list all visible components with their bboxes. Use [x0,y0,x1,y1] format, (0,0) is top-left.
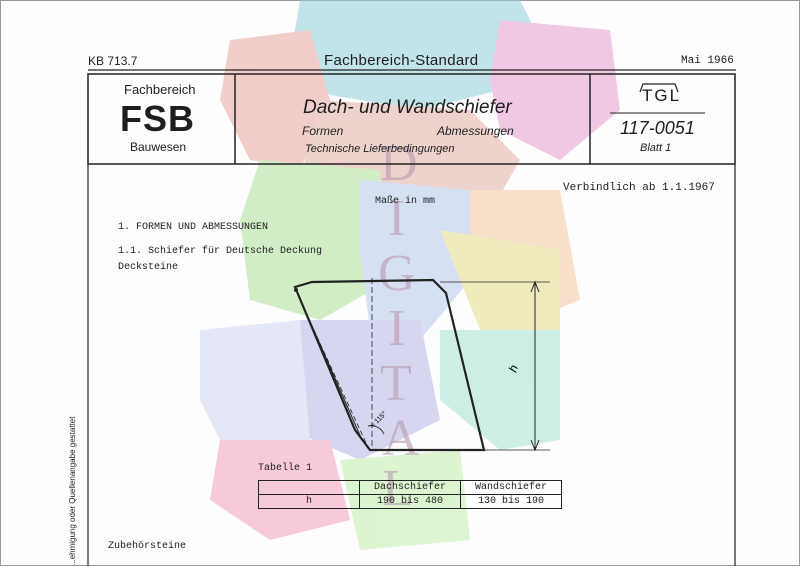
subsection-label: Decksteine [118,262,179,273]
watermark-letter: G [378,245,416,302]
title-sub-formen: Formen [302,124,344,138]
watermark-letter: A [382,410,420,467]
watermark-region-west [240,160,390,320]
watermark-region-center [360,180,470,340]
table-header-cell: Wandschiefer [460,480,562,495]
table-cell: 130 bis 190 [460,494,562,509]
table-title: Tabelle 1 [258,463,313,474]
margin-copyright-note: ...ehmigung oder Quellenangabe gestattet [68,416,77,566]
watermark-letter: I [388,300,405,357]
watermark-region-north [290,0,540,110]
dimension-table: Dachschiefer Wandschiefer h 190 bis 480 … [258,480,562,509]
slate-shape-drawing [293,278,550,452]
header-title: Fachbereich-Standard [324,52,479,69]
subsection-heading: 1.1. Schiefer für Deutsche Deckung [118,246,323,257]
title-sub-abmessungen: Abmessungen [437,124,514,138]
standard-title: Dach- und Wandschiefer [303,97,512,118]
watermark-letter: I [388,190,405,247]
title-sub-lieferbedingungen: Technische Lieferbedingungen [305,143,455,155]
watermark-region-northwest [220,30,330,170]
issue-date: Mai 1966 [681,55,734,67]
angle-label: ≈ 115° [369,410,389,430]
table-header-row: Dachschiefer Wandschiefer [258,480,562,495]
fsb-label-bottom: Bauwesen [130,140,187,154]
watermark-region-east-lower [440,230,560,330]
table-cell: h [258,494,360,509]
watermark-region-southwest [200,320,310,460]
units-note: Maße in mm [375,196,436,207]
watermark-region-south-center [290,320,440,460]
watermark-region-southeast [440,330,560,450]
table-header-cell [258,480,360,495]
fsb-abbreviation: FSB [120,98,195,139]
section-heading: 1. FORMEN UND ABMESSUNGEN [118,222,269,233]
tgl-label: TGL [642,86,682,105]
document-code: KB 713.7 [88,54,138,68]
dimension-label-h: h [506,363,522,374]
table-row: h 190 bis 480 130 bis 190 [258,494,562,509]
table-cell: 190 bis 480 [359,494,461,509]
table-header-cell: Dachschiefer [359,480,461,495]
fsb-label-top: Fachbereich [124,82,196,97]
watermark-region-northeast [490,20,620,160]
next-section-label: Zubehörsteine [108,541,187,552]
sheet-number: Blatt 1 [640,142,672,154]
valid-from-note: Verbindlich ab 1.1.1967 [563,182,715,194]
watermark-letter: T [380,355,412,412]
tgl-number: 117-0051 [620,118,695,138]
